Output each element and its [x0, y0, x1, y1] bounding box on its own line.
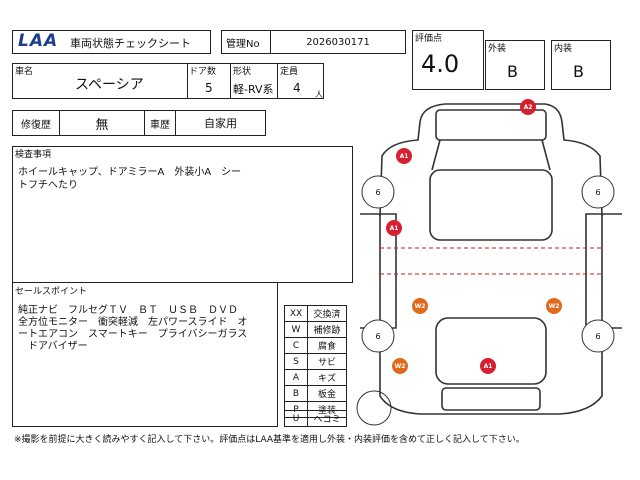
code-meaning-2: 腐食 — [307, 337, 347, 354]
damage-mark-a1-ld-label: A1 — [390, 225, 399, 232]
damage-mark-a1-left-door — [386, 220, 402, 236]
damage-mark-w2-right-label: W2 — [549, 303, 560, 310]
interior-score-label: 内装 — [554, 44, 573, 54]
code-3: S — [284, 353, 308, 370]
code-4: A — [284, 369, 308, 386]
a-pillar-outline — [431, 139, 551, 171]
selling-line-3: ートエアコン スマートキー プライバシーガラス — [18, 329, 248, 340]
interior-score-value: B — [573, 62, 584, 81]
spare-tire-icon — [356, 390, 392, 426]
damage-mark-w2-rl-label: W2 — [395, 363, 406, 370]
tire-label-rl: 6 — [375, 332, 380, 341]
right-side-outline — [585, 213, 603, 329]
code-2: C — [284, 337, 308, 354]
mgmt-value: 2026030171 — [270, 30, 406, 54]
damage-mark-w2-right — [546, 298, 562, 314]
damage-mark-w2-rear-left — [392, 358, 408, 374]
usage-value: 自家用 — [175, 110, 266, 136]
damage-mark-a2-front — [520, 99, 536, 115]
code-meaning-5: 板金 — [307, 385, 347, 402]
code-meaning-3: サビ — [307, 353, 347, 370]
selling-line-2: 全方位モニター 衝突軽減 左パワースライド オ — [18, 317, 248, 328]
rear-window-outline — [435, 317, 547, 385]
selling-line-1: 純正ナビ フルセグＴＶ ＢＴ ＵＳＢ ＤＶＤ — [18, 305, 238, 316]
code-meaning-6: 塗装 — [307, 401, 347, 418]
damage-mark-w2-left — [412, 298, 428, 314]
inspection-label: 検査事項 — [15, 150, 52, 160]
title-box — [12, 30, 211, 54]
damage-mark-a1-rear-label: A1 — [484, 363, 493, 370]
repair-label: 修復歴 — [12, 110, 60, 136]
damage-mark-a2-label: A2 — [524, 104, 533, 111]
damage-mark-w2-left-label: W2 — [415, 303, 426, 310]
hood-outline — [435, 109, 547, 141]
capacity-value: 4 — [293, 81, 301, 95]
car-damage-diagram: 6 6 6 6 A2 A1 A1 W2 W2 W2 A1 — [356, 99, 622, 426]
laa-logo: LAA — [18, 31, 59, 51]
body-outline-top — [419, 103, 603, 217]
body-outline-top-left — [379, 121, 421, 217]
shape-value: 軽-RV系 — [233, 83, 274, 96]
inspection-line-1: ホイールキャップ、ドアミラーA 外装小A シー — [18, 167, 242, 178]
doors-value: 5 — [205, 81, 213, 95]
code-1: W — [284, 321, 308, 338]
capacity-label: 定員 — [280, 67, 299, 77]
left-side-outline — [379, 213, 397, 329]
usage-label: 車歴 — [144, 110, 176, 136]
selling-box — [12, 282, 278, 427]
tire-icons — [356, 175, 615, 426]
capacity-box — [277, 63, 324, 99]
damage-mark-a1-rear — [480, 358, 496, 374]
exterior-score-value: B — [507, 62, 518, 81]
damage-mark-a1-fl-label: A1 — [400, 153, 409, 160]
inspection-line-2: トフチへたり — [18, 180, 78, 191]
shape-label: 形状 — [233, 67, 252, 77]
vehicle-name-value: スペーシア — [75, 77, 144, 93]
body-outline-rear — [379, 328, 603, 415]
overall-score-value: 4.0 — [421, 50, 460, 78]
code-5: B — [284, 385, 308, 402]
overall-score-label: 評価点 — [415, 34, 443, 44]
tire-icon-rear-right — [581, 319, 615, 353]
footer-note: ※撮影を前提に大きく読みやすく記入して下さい。評価点はLAA基準を適用し外装・内… — [14, 435, 525, 445]
code-0: XX — [284, 305, 308, 322]
selling-line-4: ドアバイザー — [18, 341, 88, 352]
code-meaning-4: キズ — [307, 369, 347, 386]
code-meaning-1: 補修跡 — [307, 321, 347, 338]
interior-score-box — [551, 40, 611, 90]
exterior-score-label: 外装 — [488, 44, 507, 54]
damage-mark-a1-front-left — [396, 148, 412, 164]
tire-label-fr: 6 — [595, 188, 600, 197]
capacity-unit: 人 — [315, 90, 323, 99]
exterior-score-box — [485, 40, 545, 90]
rear-hatch-outline — [441, 387, 541, 411]
overall-score-box — [412, 30, 484, 90]
doors-label: ドア数 — [189, 67, 217, 77]
repair-value: 無 — [59, 110, 145, 136]
tire-icon-front-left — [361, 175, 395, 209]
tire-icon-rear-left — [361, 319, 395, 353]
code-7: U — [284, 410, 308, 427]
sheet-title: 車両状態チェックシート — [70, 37, 191, 50]
tire-label-rr: 6 — [595, 332, 600, 341]
mgmt-label: 管理No — [221, 30, 271, 54]
tire-icon-front-right — [581, 175, 615, 209]
vehicle-name-label: 車名 — [15, 67, 34, 77]
tire-label-fl: 6 — [375, 188, 380, 197]
windshield-outline — [429, 169, 553, 241]
code-meaning-7: ヘコミ — [307, 410, 347, 427]
code-meaning-0: 交換済 — [307, 305, 347, 322]
selling-label: セールスポイント — [15, 287, 88, 297]
